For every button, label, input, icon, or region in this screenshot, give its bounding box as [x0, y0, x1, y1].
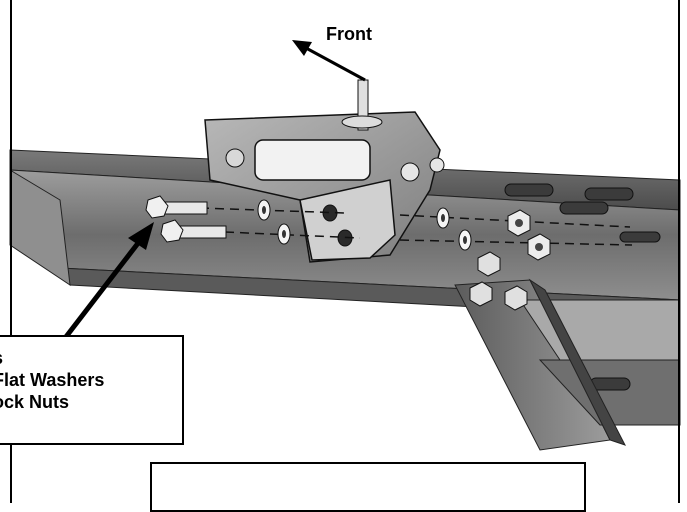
hex-bolts: [145, 195, 227, 243]
hardware-callout-box: s Flat Washers ock Nuts: [0, 335, 184, 445]
callout-line-bolts: s: [0, 347, 175, 369]
front-direction-arrow: [292, 40, 366, 82]
lock-nuts: [469, 209, 551, 311]
lower-rail: [454, 278, 681, 451]
callout-line-lock-nuts: ock Nuts: [0, 392, 70, 412]
front-label: Front: [326, 24, 372, 44]
callout-leader-arrow: [60, 222, 154, 344]
callout-line-flat-washers: Flat Washers: [0, 370, 105, 390]
mounting-bracket: [204, 79, 445, 263]
figure-frame: [10, 0, 680, 503]
flat-washers: [257, 199, 472, 251]
caption-box: [150, 462, 586, 512]
